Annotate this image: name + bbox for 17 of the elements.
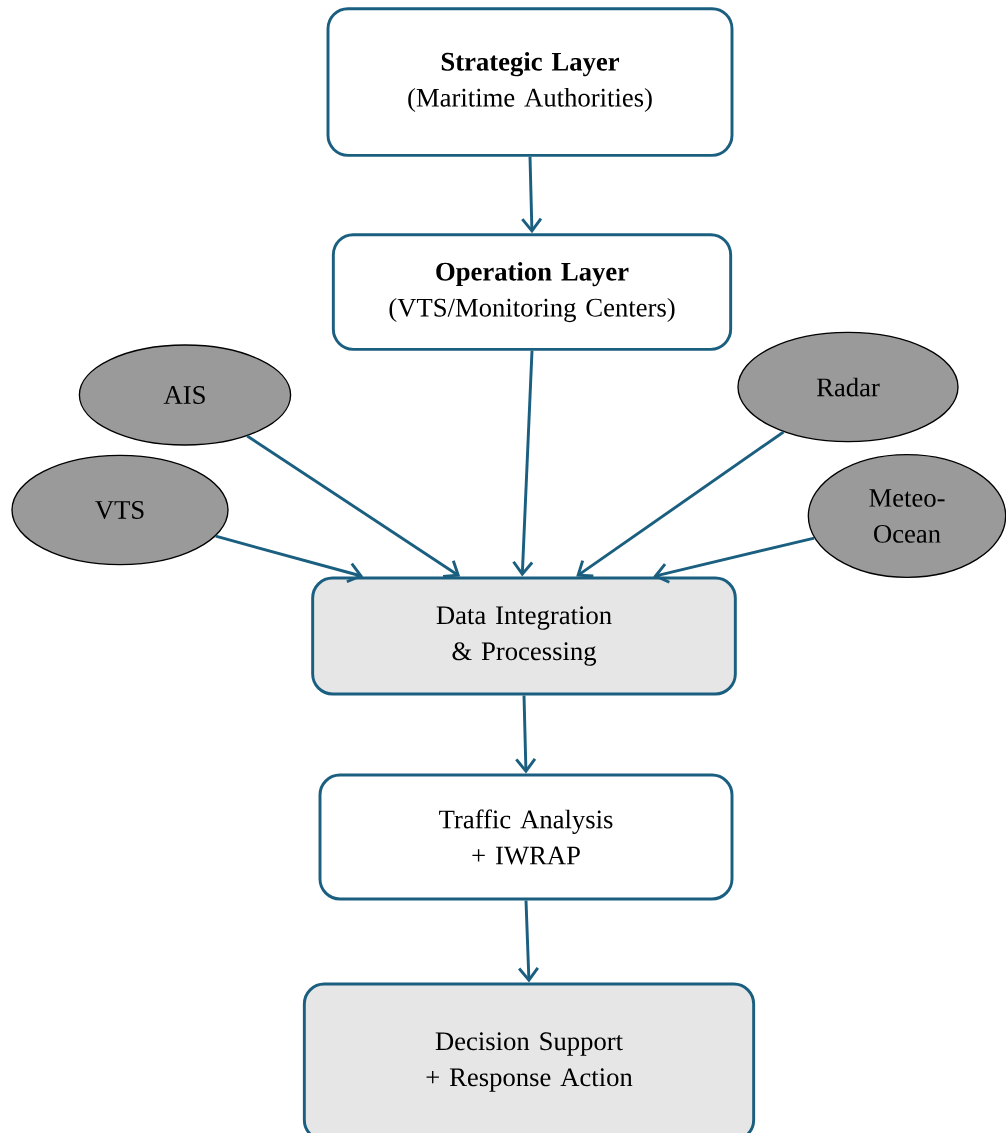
process-box: Strategic Layer (Maritime Authorities) (326, 7, 734, 157)
ellipse-node: Radar (737, 331, 959, 443)
process-box: Decision Support + Response Action (302, 982, 756, 1133)
process-box: Data Integration & Processing (311, 576, 737, 696)
ellipse-node: VTS (11, 454, 229, 566)
arrow (518, 900, 539, 983)
arrow (515, 695, 537, 774)
ellipse-node: AIS (78, 344, 292, 446)
process-box: Operation Layer (VTS/Monitoring Centers) (331, 233, 733, 351)
arrow (215, 534, 364, 584)
arrow (653, 536, 815, 584)
arrow (521, 156, 543, 234)
arrow (512, 350, 534, 577)
ellipse-node: Meteo-Ocean (807, 454, 1006, 578)
arrow (246, 434, 461, 578)
process-box: Traffic Analysis + IWRAP (318, 773, 734, 901)
arrow (576, 430, 785, 578)
